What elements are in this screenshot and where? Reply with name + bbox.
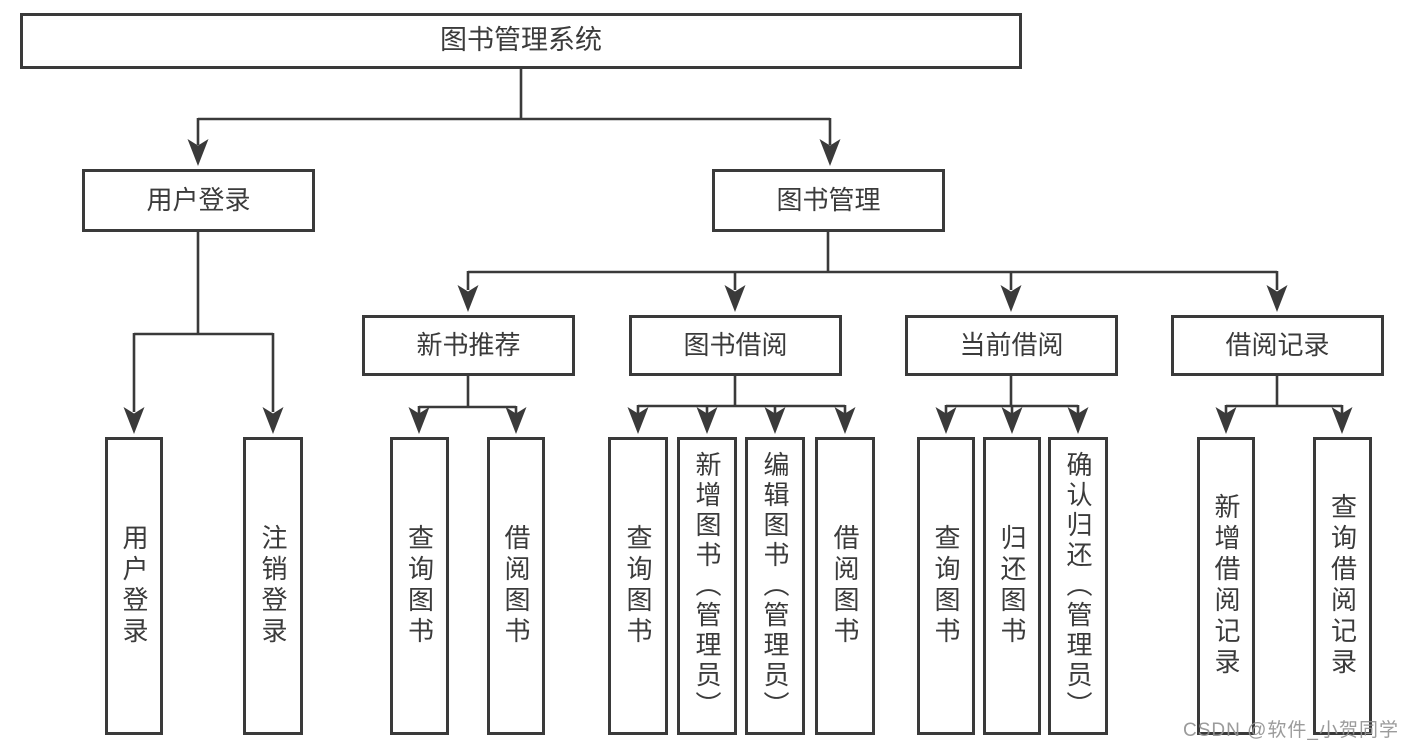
leaf-newbook-borrow-books: 借阅图书 xyxy=(487,437,545,735)
leaf-records-add-borrow-record: 新增借阅记录 xyxy=(1197,437,1255,735)
leaf-current-query-books: 查询图书 xyxy=(917,437,975,735)
leaf-user-login: 用户登录 xyxy=(105,437,163,735)
leaf-records-query-borrow-record: 查询借阅记录 xyxy=(1313,437,1372,735)
node-user-login: 用户登录 xyxy=(82,169,315,232)
node-library-management-system: 图书管理系统 xyxy=(20,13,1022,69)
leaf-current-confirm-return-admin: 确认归还（管理员） xyxy=(1048,437,1108,735)
csdn-watermark: CSDN @软件_小贺同学 xyxy=(1183,720,1399,741)
leaf-logout: 注销登录 xyxy=(243,437,303,735)
leaf-borrow-query-books: 查询图书 xyxy=(608,437,668,735)
node-current-borrow: 当前借阅 xyxy=(905,315,1118,376)
leaf-borrow-edit-books-admin: 编辑图书（管理员） xyxy=(745,437,805,735)
leaf-newbook-query-books: 查询图书 xyxy=(390,437,449,735)
node-borrow-records: 借阅记录 xyxy=(1171,315,1384,376)
leaf-borrow-borrow-books: 借阅图书 xyxy=(815,437,875,735)
node-book-management: 图书管理 xyxy=(712,169,945,232)
leaf-borrow-add-books-admin: 新增图书（管理员） xyxy=(677,437,737,735)
node-new-book-recommend: 新书推荐 xyxy=(362,315,575,376)
node-book-borrow: 图书借阅 xyxy=(629,315,842,376)
leaf-current-return-books: 归还图书 xyxy=(983,437,1041,735)
